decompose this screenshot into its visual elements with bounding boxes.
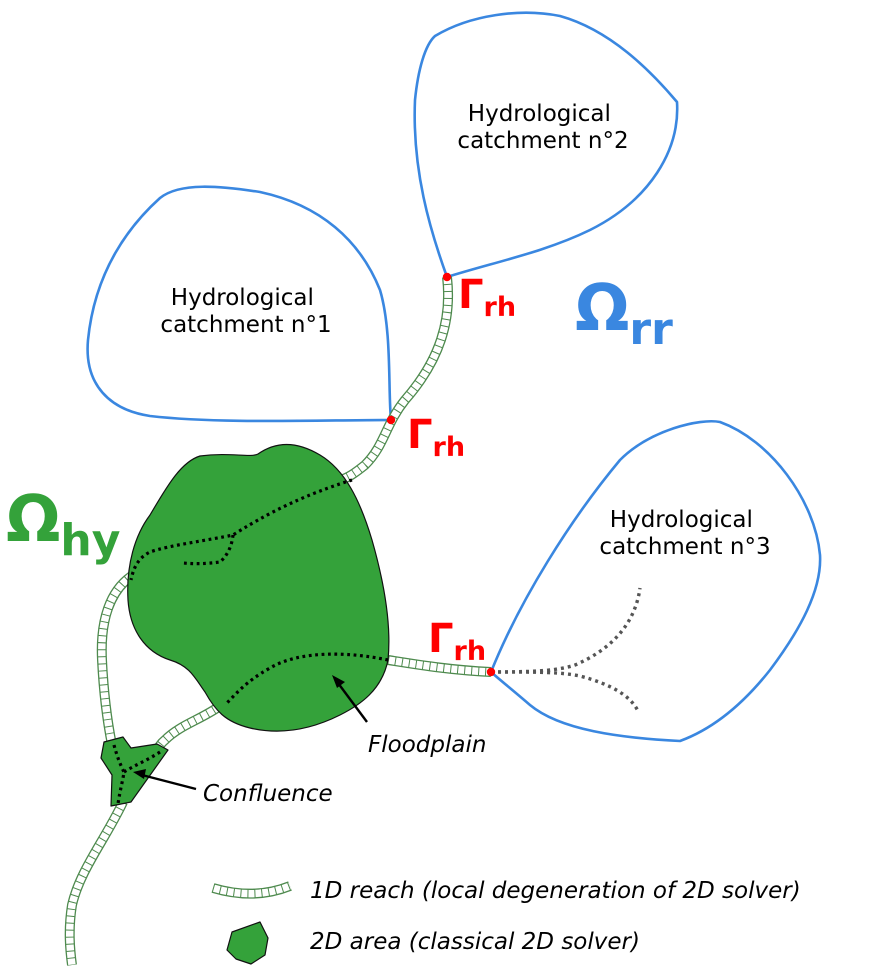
legend-label-1d-reach: 1D reach (local degeneration of 2D solve… [310, 878, 801, 904]
floodplain-river-upper [129, 478, 353, 581]
domain-label-hy: Ωhy [6, 483, 120, 566]
catchment-3-stream-upper [490, 587, 642, 674]
reach-east [387, 655, 492, 677]
legend: 1D reach (local degeneration of 2D solve… [211, 878, 801, 965]
catchment-2-line2: catchment n°2 [457, 128, 628, 154]
catchment-3-label: Hydrological catchment n°3 [599, 507, 770, 560]
interface-label-3: Γrh [428, 616, 486, 667]
catchment-2-outline [413, 11, 679, 279]
interface-2-symbol: Γ [407, 412, 433, 458]
floodplain-label: Floodplain [368, 732, 486, 758]
reach-west [96, 570, 136, 746]
confluence-label: Confluence [203, 781, 333, 807]
reach-south-outlet [64, 799, 128, 966]
interface-point-catchment-3 [486, 667, 496, 677]
interface-3-symbol: Γ [428, 616, 454, 662]
1d-reach-icon [211, 881, 292, 899]
catchment-3-outline [489, 420, 822, 743]
catchment-1-line2: catchment n°1 [160, 312, 331, 338]
catchment-1-line1: Hydrological [171, 285, 314, 311]
interface-1-symbol: Γ [458, 272, 484, 318]
domain-rr-subscript: rr [629, 304, 673, 355]
domain-hy-symbol: Ω [6, 483, 60, 557]
domain-hy-subscript: hy [60, 515, 120, 566]
floodplain-2d-area [127, 443, 390, 732]
interface-1-subscript: rh [484, 292, 517, 323]
interface-label-2: Γrh [407, 412, 465, 463]
catchment-3-line2: catchment n°3 [599, 534, 770, 560]
catchment-3-stream-lower [490, 670, 640, 712]
floodplain-river-lower [223, 652, 389, 707]
catchment-3-line1: Hydrological [610, 507, 753, 533]
catchment-2-label: Hydrological catchment n°2 [457, 101, 628, 154]
reach-southeast [152, 701, 223, 754]
confluence-arrow [133, 769, 197, 791]
floodplain-arrow [332, 675, 368, 723]
interface-3-subscript: rh [454, 636, 487, 667]
domain-label-rr: Ωrr [575, 272, 673, 355]
domain-rr-symbol: Ω [575, 272, 629, 346]
interface-point-catchment-1 [386, 415, 396, 425]
interface-2-subscript: rh [433, 432, 466, 463]
confluence-2d-area [100, 736, 169, 807]
catchment-2-line1: Hydrological [468, 101, 611, 127]
catchment-1-outline [86, 185, 393, 423]
interface-point-catchment-2 [442, 272, 452, 282]
catchment-1-label: Hydrological catchment n°1 [160, 285, 331, 338]
legend-label-2d-area: 2D area (classical 2D solver) [310, 929, 640, 955]
interface-label-1: Γrh [458, 272, 516, 323]
confluence-river-2 [123, 750, 161, 774]
2d-area-icon [226, 921, 269, 965]
floodplain-river-branch [182, 534, 235, 566]
